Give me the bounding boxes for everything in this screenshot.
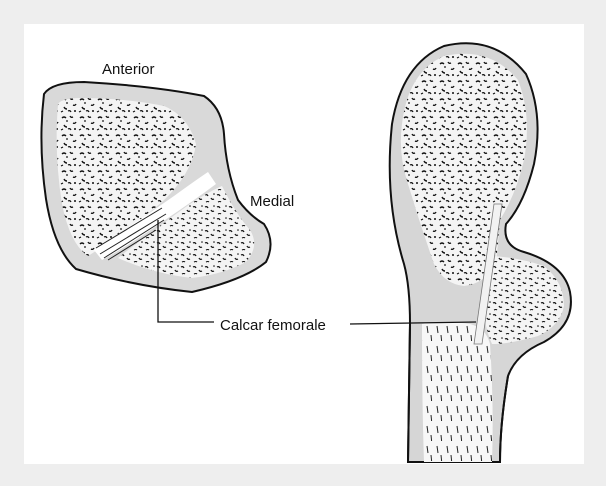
femur-coronal-section <box>390 43 571 462</box>
label-medial: Medial <box>250 193 294 210</box>
figure-panel: Anterior Medial Calcar femorale <box>24 24 584 464</box>
label-calcar-femorale: Calcar femorale <box>220 317 326 334</box>
cross-section <box>41 82 270 292</box>
label-anterior: Anterior <box>102 61 155 78</box>
femur-illustration: Anterior Medial Calcar femorale <box>24 24 584 464</box>
